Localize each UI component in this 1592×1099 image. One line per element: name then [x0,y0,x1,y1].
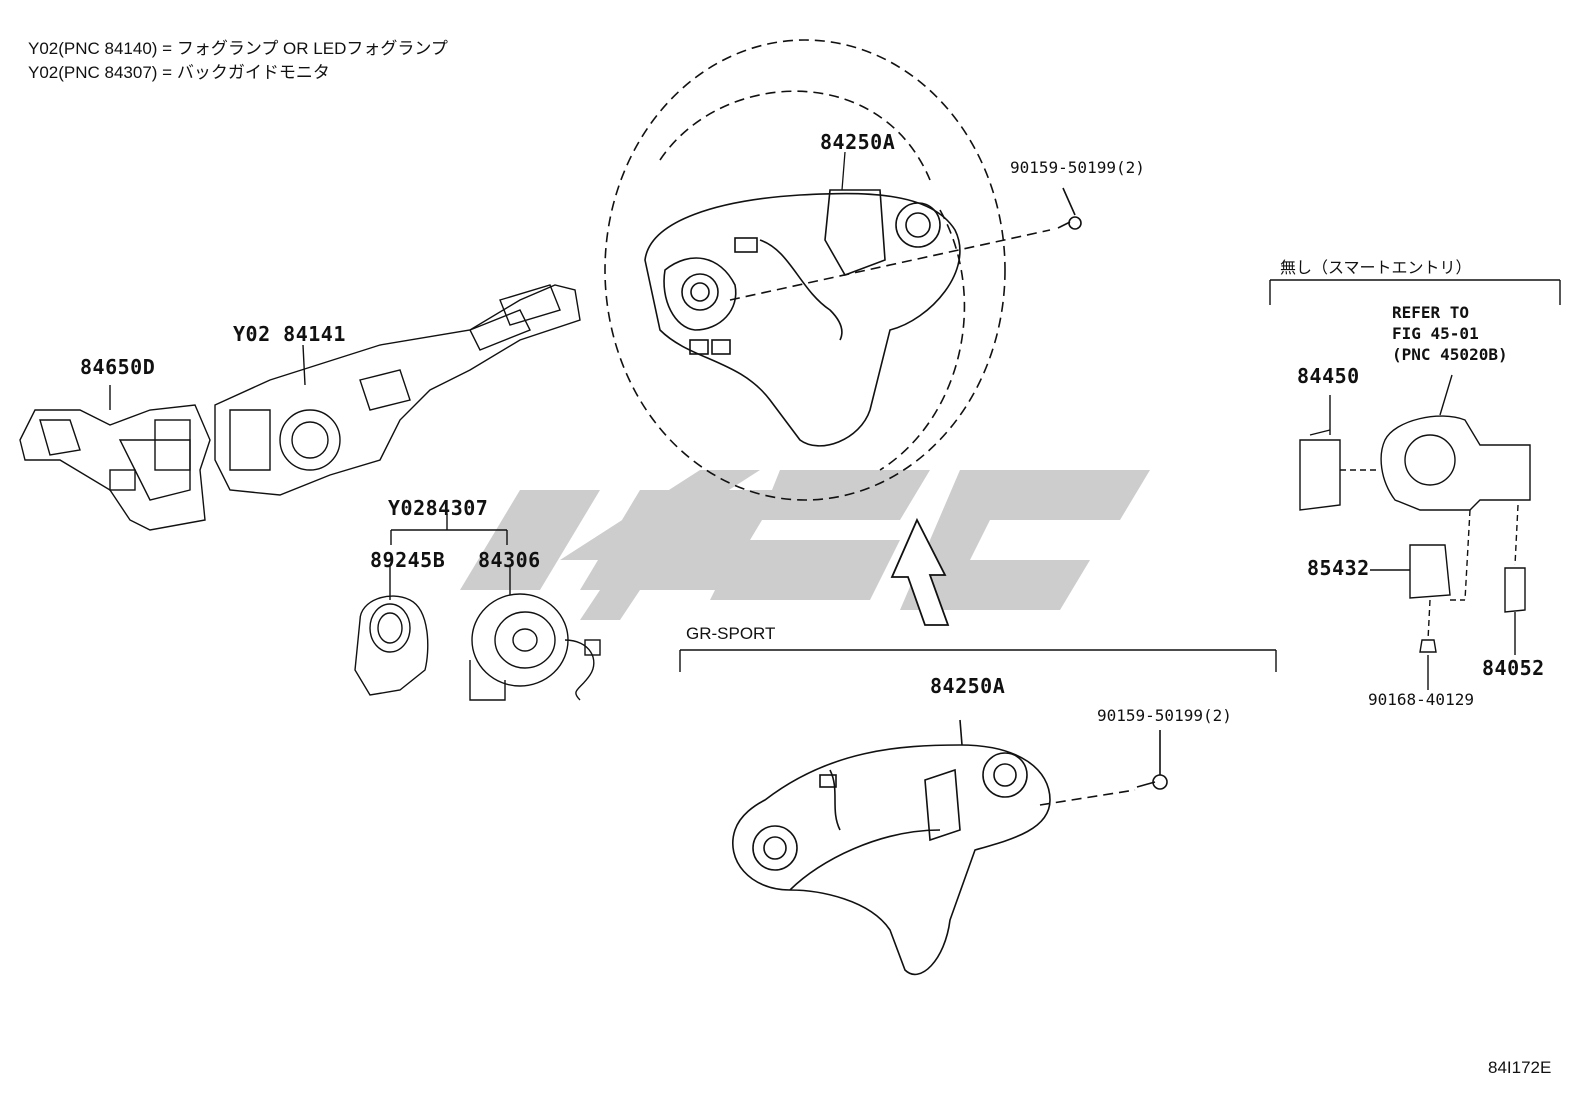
label-84650D: 84650D [80,355,156,379]
refer-line-2: FIG 45-01 [1392,324,1479,343]
label-bolt-right: 90168-40129 [1368,690,1474,709]
label-84306: 84306 [478,548,541,572]
legend-line-1: Y02(PNC 84140) = フォグランプ OR LEDフォグランプ [28,39,448,58]
label-y02-84307: Y0284307 [388,496,489,520]
combination-switch-84140 [214,284,581,496]
group-bracket-smart-entry [1269,279,1561,305]
direction-arrow [890,517,950,626]
watermark-logo [460,470,1150,620]
label-84052: 84052 [1482,656,1545,680]
bolt-top [1057,187,1082,230]
label-89245B: 89245B [370,548,446,572]
leader-lines [841,151,846,191]
label-bolt-bottom: 90159-50199(2) [1097,706,1232,725]
legend-line-2: Y02(PNC 84307) = バックガイドモニタ [28,63,330,82]
label-84450: 84450 [1297,364,1360,388]
group-bracket-gr-sport [679,649,1277,672]
steering-pad-bottom [732,719,1136,976]
label-smart-entry: 無し（スマートエントリ） [1280,258,1472,277]
label-gr-sport: GR-SPORT [686,624,776,643]
bolt-bottom [1136,730,1168,790]
label-85432: 85432 [1307,556,1370,580]
label-84250A-bottom: 84250A [930,674,1006,698]
combination-switch-84650D [19,385,211,531]
label-y02-84140: Y02 84141 [233,322,346,346]
spiral-cable-84306 [469,565,601,701]
steering-sensor-89245B [354,565,429,696]
refer-line-3: (PNC 45020B) [1392,345,1508,364]
figure-code: 84I172E [1488,1058,1552,1077]
group-bracket-84307 [390,514,508,545]
refer-note: REFER TO FIG 45-01 (PNC 45020B) [1392,302,1508,365]
ignition-switch-assembly [1299,374,1531,690]
label-bolt-top: 90159-50199(2) [1010,158,1145,177]
steering-wheel-rim [604,39,1006,501]
steering-pad-top [644,189,1051,447]
refer-line-1: REFER TO [1392,303,1470,322]
label-84250A-top: 84250A [820,130,896,154]
